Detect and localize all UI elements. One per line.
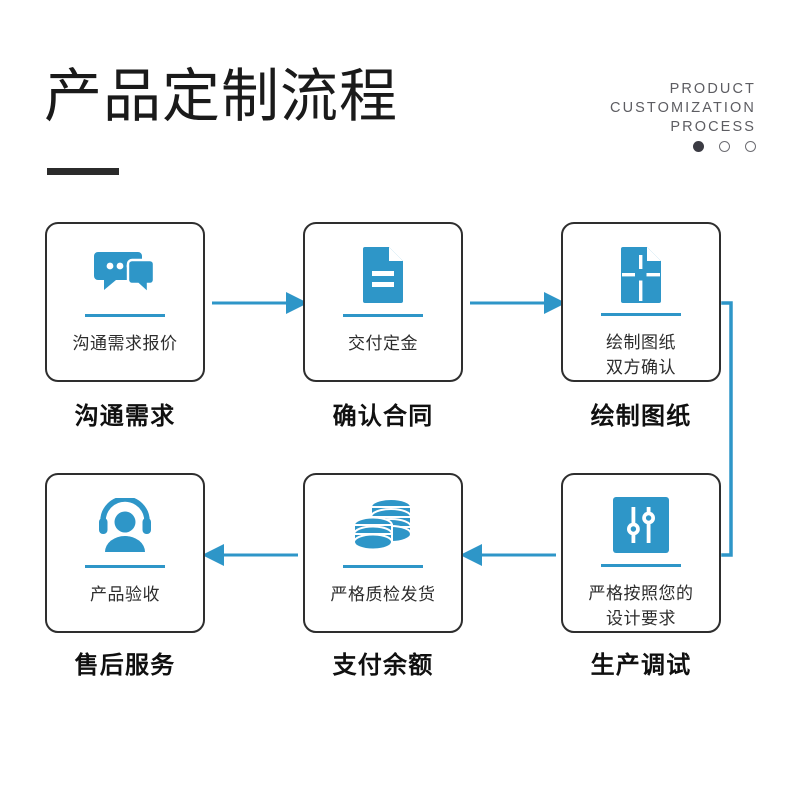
- step-card-6[interactable]: 产品验收: [45, 473, 205, 633]
- step-card-2[interactable]: 交付定金: [303, 222, 463, 382]
- step-card-1[interactable]: 沟通需求报价: [45, 222, 205, 382]
- document-icon: [359, 237, 407, 311]
- card-divider-1: [85, 314, 165, 317]
- sliders-settings-icon: [613, 488, 669, 561]
- step-caption-3-line-1: 绘制图纸: [606, 333, 676, 352]
- step-caption-6-line-1: 产品验收: [90, 585, 160, 604]
- step-label-5: 支付余额: [332, 652, 434, 679]
- step-card-5[interactable]: 严格质检发货: [303, 473, 463, 633]
- step-caption-3: 绘制图纸 双方确认: [606, 330, 676, 380]
- step-caption-3-line-2: 双方确认: [606, 358, 676, 377]
- card-divider-2: [343, 314, 423, 317]
- title-underline-accent: [47, 168, 119, 175]
- headset-support-icon: [96, 488, 154, 562]
- step-caption-4-line-1: 严格按照您的: [588, 584, 694, 603]
- step-label-2: 确认合同: [332, 403, 434, 430]
- card-divider-5: [343, 565, 423, 568]
- pagination-dot-1-active[interactable]: [693, 141, 704, 152]
- step-card-4[interactable]: 严格按照您的 设计要求: [561, 473, 721, 633]
- step-caption-1: 沟通需求报价: [73, 331, 178, 356]
- pagination-dots: [693, 141, 756, 152]
- step-label-1: 沟通需求: [74, 403, 176, 430]
- card-divider-6: [85, 565, 165, 568]
- step-label-4: 生产调试: [590, 652, 692, 679]
- step-caption-5-line-1: 严格质检发货: [330, 585, 436, 604]
- step-caption-4-line-2: 设计要求: [606, 609, 676, 628]
- english-subtitle-line-2: CUSTOMIZATION: [610, 100, 756, 116]
- step-caption-6: 产品验收: [90, 582, 160, 607]
- step-caption-5: 严格质检发货: [331, 582, 436, 607]
- card-divider-4: [601, 564, 681, 567]
- step-card-3[interactable]: 绘制图纸 双方确认: [561, 222, 721, 382]
- english-subtitle: PRODUCT CUSTOMIZATION PROCESS: [610, 80, 756, 137]
- step-caption-2: 交付定金: [348, 331, 418, 356]
- coin-stacks-icon: [351, 488, 415, 562]
- card-divider-3: [601, 313, 681, 316]
- step-label-3: 绘制图纸: [590, 403, 692, 430]
- chat-bubbles-icon: [94, 237, 156, 311]
- step-caption-1-line-1: 沟通需求报价: [72, 334, 178, 353]
- step-label-6: 售后服务: [74, 652, 176, 679]
- pagination-dot-3[interactable]: [745, 141, 756, 152]
- english-subtitle-line-3: PROCESS: [670, 119, 756, 135]
- english-subtitle-line-1: PRODUCT: [669, 81, 756, 97]
- step-caption-4: 严格按照您的 设计要求: [589, 581, 694, 631]
- page-title: 产品定制流程: [44, 64, 399, 129]
- pagination-dot-2[interactable]: [719, 141, 730, 152]
- step-caption-2-line-1: 交付定金: [348, 334, 418, 353]
- blueprint-drawing-icon: [617, 237, 665, 310]
